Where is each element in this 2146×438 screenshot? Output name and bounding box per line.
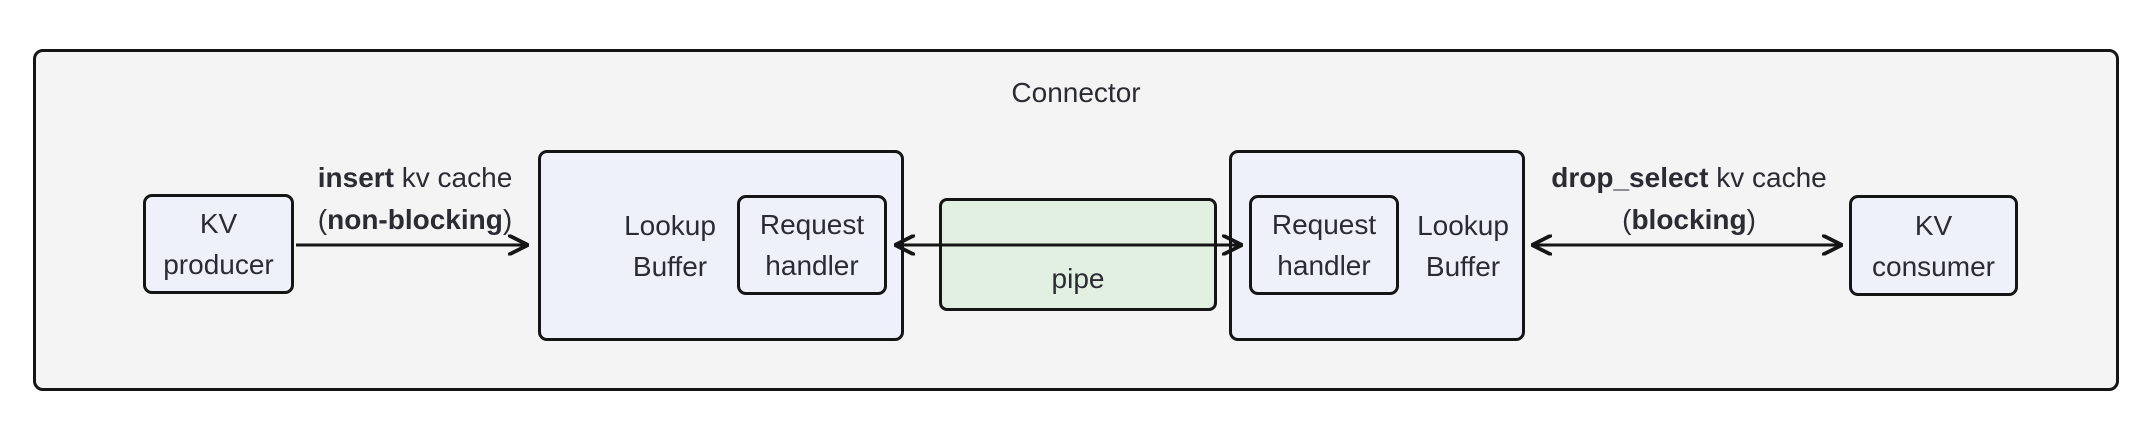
- connector-title: Connector: [1011, 77, 1141, 108]
- insert-edge-label: insert kv cache (non-blocking): [235, 157, 595, 241]
- request-handler-left-line2: handler: [765, 250, 859, 281]
- drop-select-mode: blocking: [1631, 204, 1747, 235]
- insert-paren-close: ): [502, 204, 513, 235]
- request-handler-right-line1: Request: [1271, 209, 1377, 240]
- request-handler-right-node: Request handler: [1249, 195, 1399, 295]
- drop-select-edge-label-line1: drop_select kv cache: [1509, 157, 1869, 199]
- drop-select-edge-label: drop_select kv cache (blocking): [1509, 157, 1869, 241]
- lookup-buffer-right-line1: Lookup: [1417, 209, 1509, 241]
- kv-consumer-label-line1: KV: [1914, 209, 1953, 241]
- insert-paren-open: (: [317, 204, 328, 235]
- insert-edge-label-line2: (non-blocking): [235, 199, 595, 241]
- drop-select-rest: kv cache: [1708, 162, 1827, 193]
- drop-select-edge-label-line2: (blocking): [1509, 199, 1869, 241]
- insert-verb: insert: [317, 162, 394, 193]
- insert-mode: non-blocking: [327, 204, 503, 235]
- pipe-label: pipe: [1051, 262, 1105, 294]
- lookup-buffer-left-line2: Buffer: [632, 250, 708, 282]
- request-handler-left-node: Request handler: [737, 195, 887, 295]
- request-handler-left-line1: Request: [759, 209, 865, 240]
- drop-select-paren-close: ): [1746, 204, 1756, 235]
- kv-producer-label-line2: producer: [163, 249, 274, 280]
- insert-edge-label-line1: insert kv cache: [235, 157, 595, 199]
- lookup-buffer-left-line1: Lookup: [624, 209, 716, 241]
- request-handler-right-line2: handler: [1277, 250, 1371, 281]
- kv-producer-node: KV producer: [143, 194, 294, 294]
- drop-select-verb: drop_select: [1551, 162, 1709, 193]
- lookup-buffer-right-line2: Buffer: [1425, 250, 1501, 282]
- insert-rest: kv cache: [393, 162, 513, 193]
- kv-producer-label-line1: KV: [199, 208, 238, 239]
- drop-select-paren-open: (: [1622, 204, 1632, 235]
- lookup-buffer-right-label: Lookup Buffer: [1398, 153, 1528, 338]
- lookup-buffer-left-label: Lookup Buffer: [585, 153, 755, 338]
- kv-consumer-label-line2: consumer: [1872, 250, 1995, 282]
- pipe-node: pipe: [939, 198, 1217, 311]
- kv-consumer-node: KV consumer: [1849, 195, 2018, 296]
